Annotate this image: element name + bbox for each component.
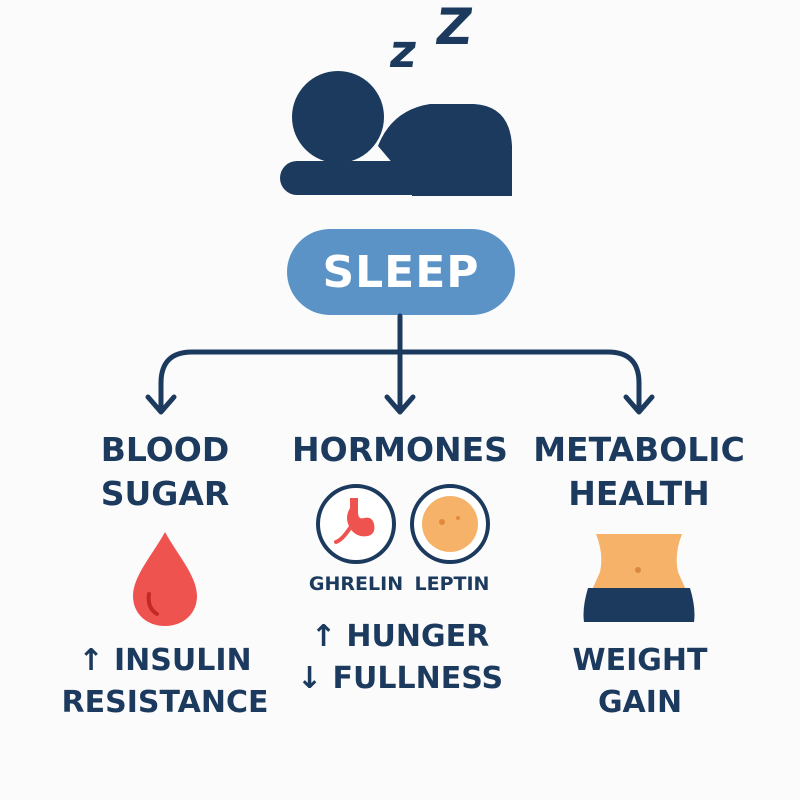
metabolic-heading-line1: METABOLIC <box>533 430 745 469</box>
insulin-resistance-line1: ↑ INSULIN <box>78 643 252 678</box>
blood-sugar-heading: BLOOD SUGAR <box>60 428 270 516</box>
weight-gain-line1: WEIGHT <box>572 643 708 678</box>
weight-gain-text: WEIGHT GAIN <box>540 640 740 724</box>
blood-sugar-heading-line1: BLOOD <box>100 430 230 469</box>
hunger-effect: ↑ HUNGER <box>310 619 490 654</box>
insulin-resistance-text: ↑ INSULIN RESISTANCE <box>40 640 290 724</box>
sleep-node: SLEEP <box>287 229 515 315</box>
fat-cell-icon <box>410 484 490 564</box>
leptin-label: LEPTIN <box>414 573 490 595</box>
fullness-effect: ↓ FULLNESS <box>296 661 504 696</box>
blood-drop-icon <box>133 532 197 626</box>
blood-sugar-heading-line2: SUGAR <box>100 474 230 513</box>
sleep-label: SLEEP <box>322 246 480 298</box>
hormones-heading-text: HORMONES <box>292 430 508 469</box>
waist-icon <box>583 534 695 622</box>
metabolic-heading-line2: HEALTH <box>568 474 710 513</box>
branch-connector <box>145 313 655 415</box>
hormones-heading: HORMONES <box>280 428 520 472</box>
hormone-effects-text: ↑ HUNGER ↓ FULLNESS <box>295 616 505 700</box>
insulin-resistance-line2: RESISTANCE <box>61 685 269 720</box>
stomach-icon <box>316 484 396 564</box>
weight-gain-line2: GAIN <box>597 685 683 720</box>
sleeping-person-icon <box>280 71 512 196</box>
metabolic-health-heading: METABOLIC HEALTH <box>528 428 750 516</box>
ghrelin-label: GHRELIN <box>308 573 404 595</box>
